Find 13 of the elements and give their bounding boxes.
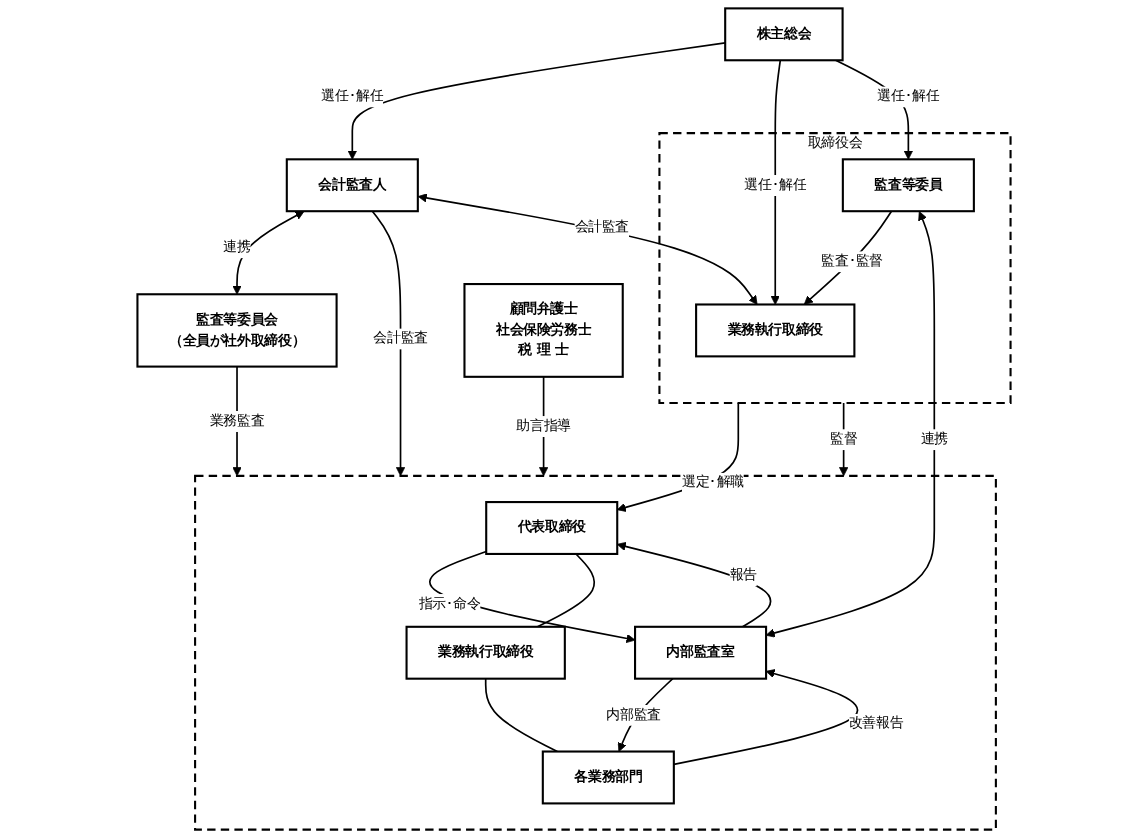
arrow [371,210,406,477]
arrow [770,59,782,305]
arrow [673,669,859,766]
arrow [417,193,758,305]
connector [484,677,559,753]
arrow [839,402,849,477]
arrow [232,211,305,295]
arrow [347,41,727,160]
arrow [803,210,893,305]
arrow [616,541,772,628]
arrow [765,211,936,638]
connector [536,553,596,628]
arrow [429,550,636,644]
